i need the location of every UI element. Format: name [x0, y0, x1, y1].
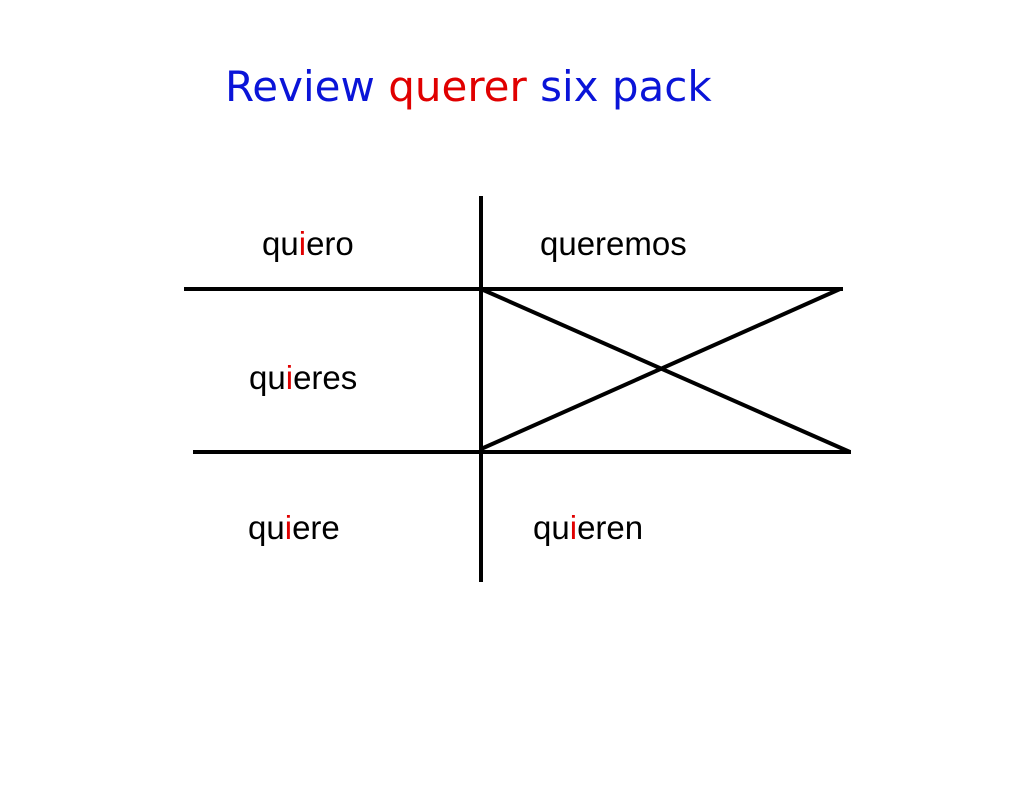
stem-prefix: qu	[533, 509, 570, 546]
ending: ere	[292, 509, 340, 546]
vosotros-cross-line-1	[480, 287, 851, 454]
conjugation-tu: quieres	[249, 358, 357, 398]
conjugation-nosotros: queremos	[540, 224, 687, 264]
conjugation-ellos: quieren	[533, 508, 643, 548]
ending: eren	[577, 509, 644, 546]
stem-change-letter: i	[284, 509, 293, 546]
title-verb: querer	[388, 62, 527, 111]
stem-change-letter: i	[569, 509, 578, 546]
stem-prefix: qu	[249, 359, 286, 396]
vosotros-cross-line-2	[480, 287, 841, 451]
ending: eres	[293, 359, 358, 396]
stem-change-letter: i	[285, 359, 294, 396]
stem-prefix: queremos	[540, 225, 687, 262]
slide-title: Review querer six pack	[225, 60, 712, 114]
stem-change-letter: i	[298, 225, 307, 262]
stem-prefix: qu	[248, 509, 285, 546]
conjugation-el: quiere	[248, 508, 340, 548]
title-six-pack: six pack	[526, 62, 712, 111]
title-review: Review	[225, 62, 389, 111]
ending: ero	[306, 225, 354, 262]
conjugation-yo: quiero	[262, 224, 354, 264]
stem-prefix: qu	[262, 225, 299, 262]
